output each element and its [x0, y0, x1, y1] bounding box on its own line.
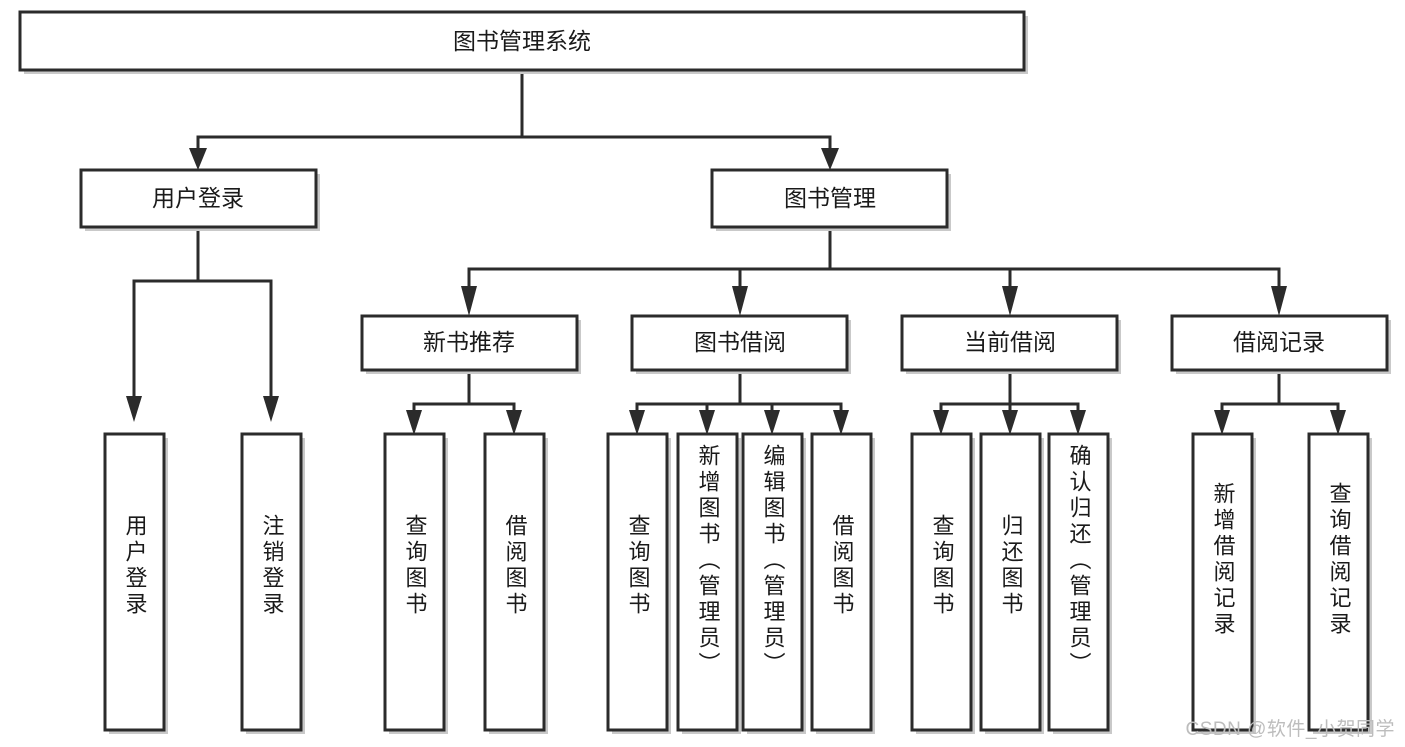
node-borrow-record[interactable]: 借阅记录: [1170, 314, 1391, 374]
leaf-box-layer: [103, 432, 1372, 734]
arrow-head-current-borrow: [1002, 286, 1018, 316]
book-borrow-label: 图书借阅: [694, 329, 786, 355]
connector-layer: [126, 68, 1346, 435]
arrow-head-leaf-borrow-book-1: [506, 410, 522, 435]
leaf-user-login-box[interactable]: [103, 432, 166, 732]
arrow-head-leaf-add-record: [1214, 410, 1230, 435]
arrow-head-leaf-user-login: [126, 396, 142, 422]
leaf-borrow-book-1-box[interactable]: [483, 432, 546, 732]
node-user-login[interactable]: 用户登录: [79, 168, 320, 231]
arrow-head-leaf-logout: [263, 396, 279, 422]
current-borrow-box[interactable]: [900, 314, 1119, 372]
arrow-head-leaf-edit-book: [764, 410, 780, 435]
arrow-head-leaf-query-book-1: [406, 410, 422, 435]
book-borrow-box[interactable]: [630, 314, 849, 372]
arrow-head-book-borrow: [732, 286, 748, 316]
arrow-head-leaf-borrow-book-2: [833, 410, 849, 435]
arrow-head-book-manage: [821, 148, 839, 170]
root-label: 图书管理系统: [453, 28, 591, 54]
arrow-head-leaf-query-record: [1330, 410, 1346, 435]
user-login-box[interactable]: [79, 168, 318, 229]
leaf-query-book-3-box[interactable]: [910, 432, 973, 732]
node-new-book-recommend[interactable]: 新书推荐: [360, 314, 581, 374]
leaf-logout-box[interactable]: [240, 432, 303, 732]
leaf-query-book-2-box[interactable]: [606, 432, 669, 732]
node-book-manage[interactable]: 图书管理: [710, 168, 951, 231]
leaf-query-book-1-box[interactable]: [383, 432, 446, 732]
current-borrow-label: 当前借阅: [964, 329, 1056, 355]
leaf-borrow-book-2-box[interactable]: [810, 432, 873, 732]
arrow-head-leaf-confirm-return: [1070, 410, 1086, 435]
arrow-head-leaf-query-book-3: [933, 410, 949, 435]
root-box[interactable]: [18, 10, 1026, 72]
new-book-recommend-box[interactable]: [360, 314, 579, 372]
arrow-head-leaf-return-book: [1002, 410, 1018, 435]
arrow-head-leaf-add-book: [699, 410, 715, 435]
borrow-record-label: 借阅记录: [1233, 329, 1325, 355]
arrow-head-user-login: [189, 148, 207, 170]
leaf-edit-book-box[interactable]: [741, 432, 804, 732]
node-current-borrow[interactable]: 当前借阅: [900, 314, 1121, 374]
borrow-record-box[interactable]: [1170, 314, 1389, 372]
leaf-confirm-return-box[interactable]: [1047, 432, 1110, 732]
user-login-label: 用户登录: [152, 185, 244, 211]
arrow-head-new-book-recommend: [461, 286, 477, 316]
book-manage-label: 图书管理: [784, 185, 876, 211]
book-manage-box[interactable]: [710, 168, 949, 229]
leaf-return-book-box[interactable]: [979, 432, 1042, 732]
leaf-query-record-box[interactable]: [1307, 432, 1370, 732]
node-root[interactable]: 图书管理系统: [18, 10, 1028, 74]
new-book-recommend-label: 新书推荐: [423, 329, 515, 355]
arrow-head-borrow-record: [1271, 286, 1287, 316]
leaf-add-record-box[interactable]: [1191, 432, 1254, 732]
node-book-borrow[interactable]: 图书借阅: [630, 314, 851, 374]
leaf-add-book-box[interactable]: [676, 432, 739, 732]
arrow-head-leaf-query-book-2: [629, 410, 645, 435]
